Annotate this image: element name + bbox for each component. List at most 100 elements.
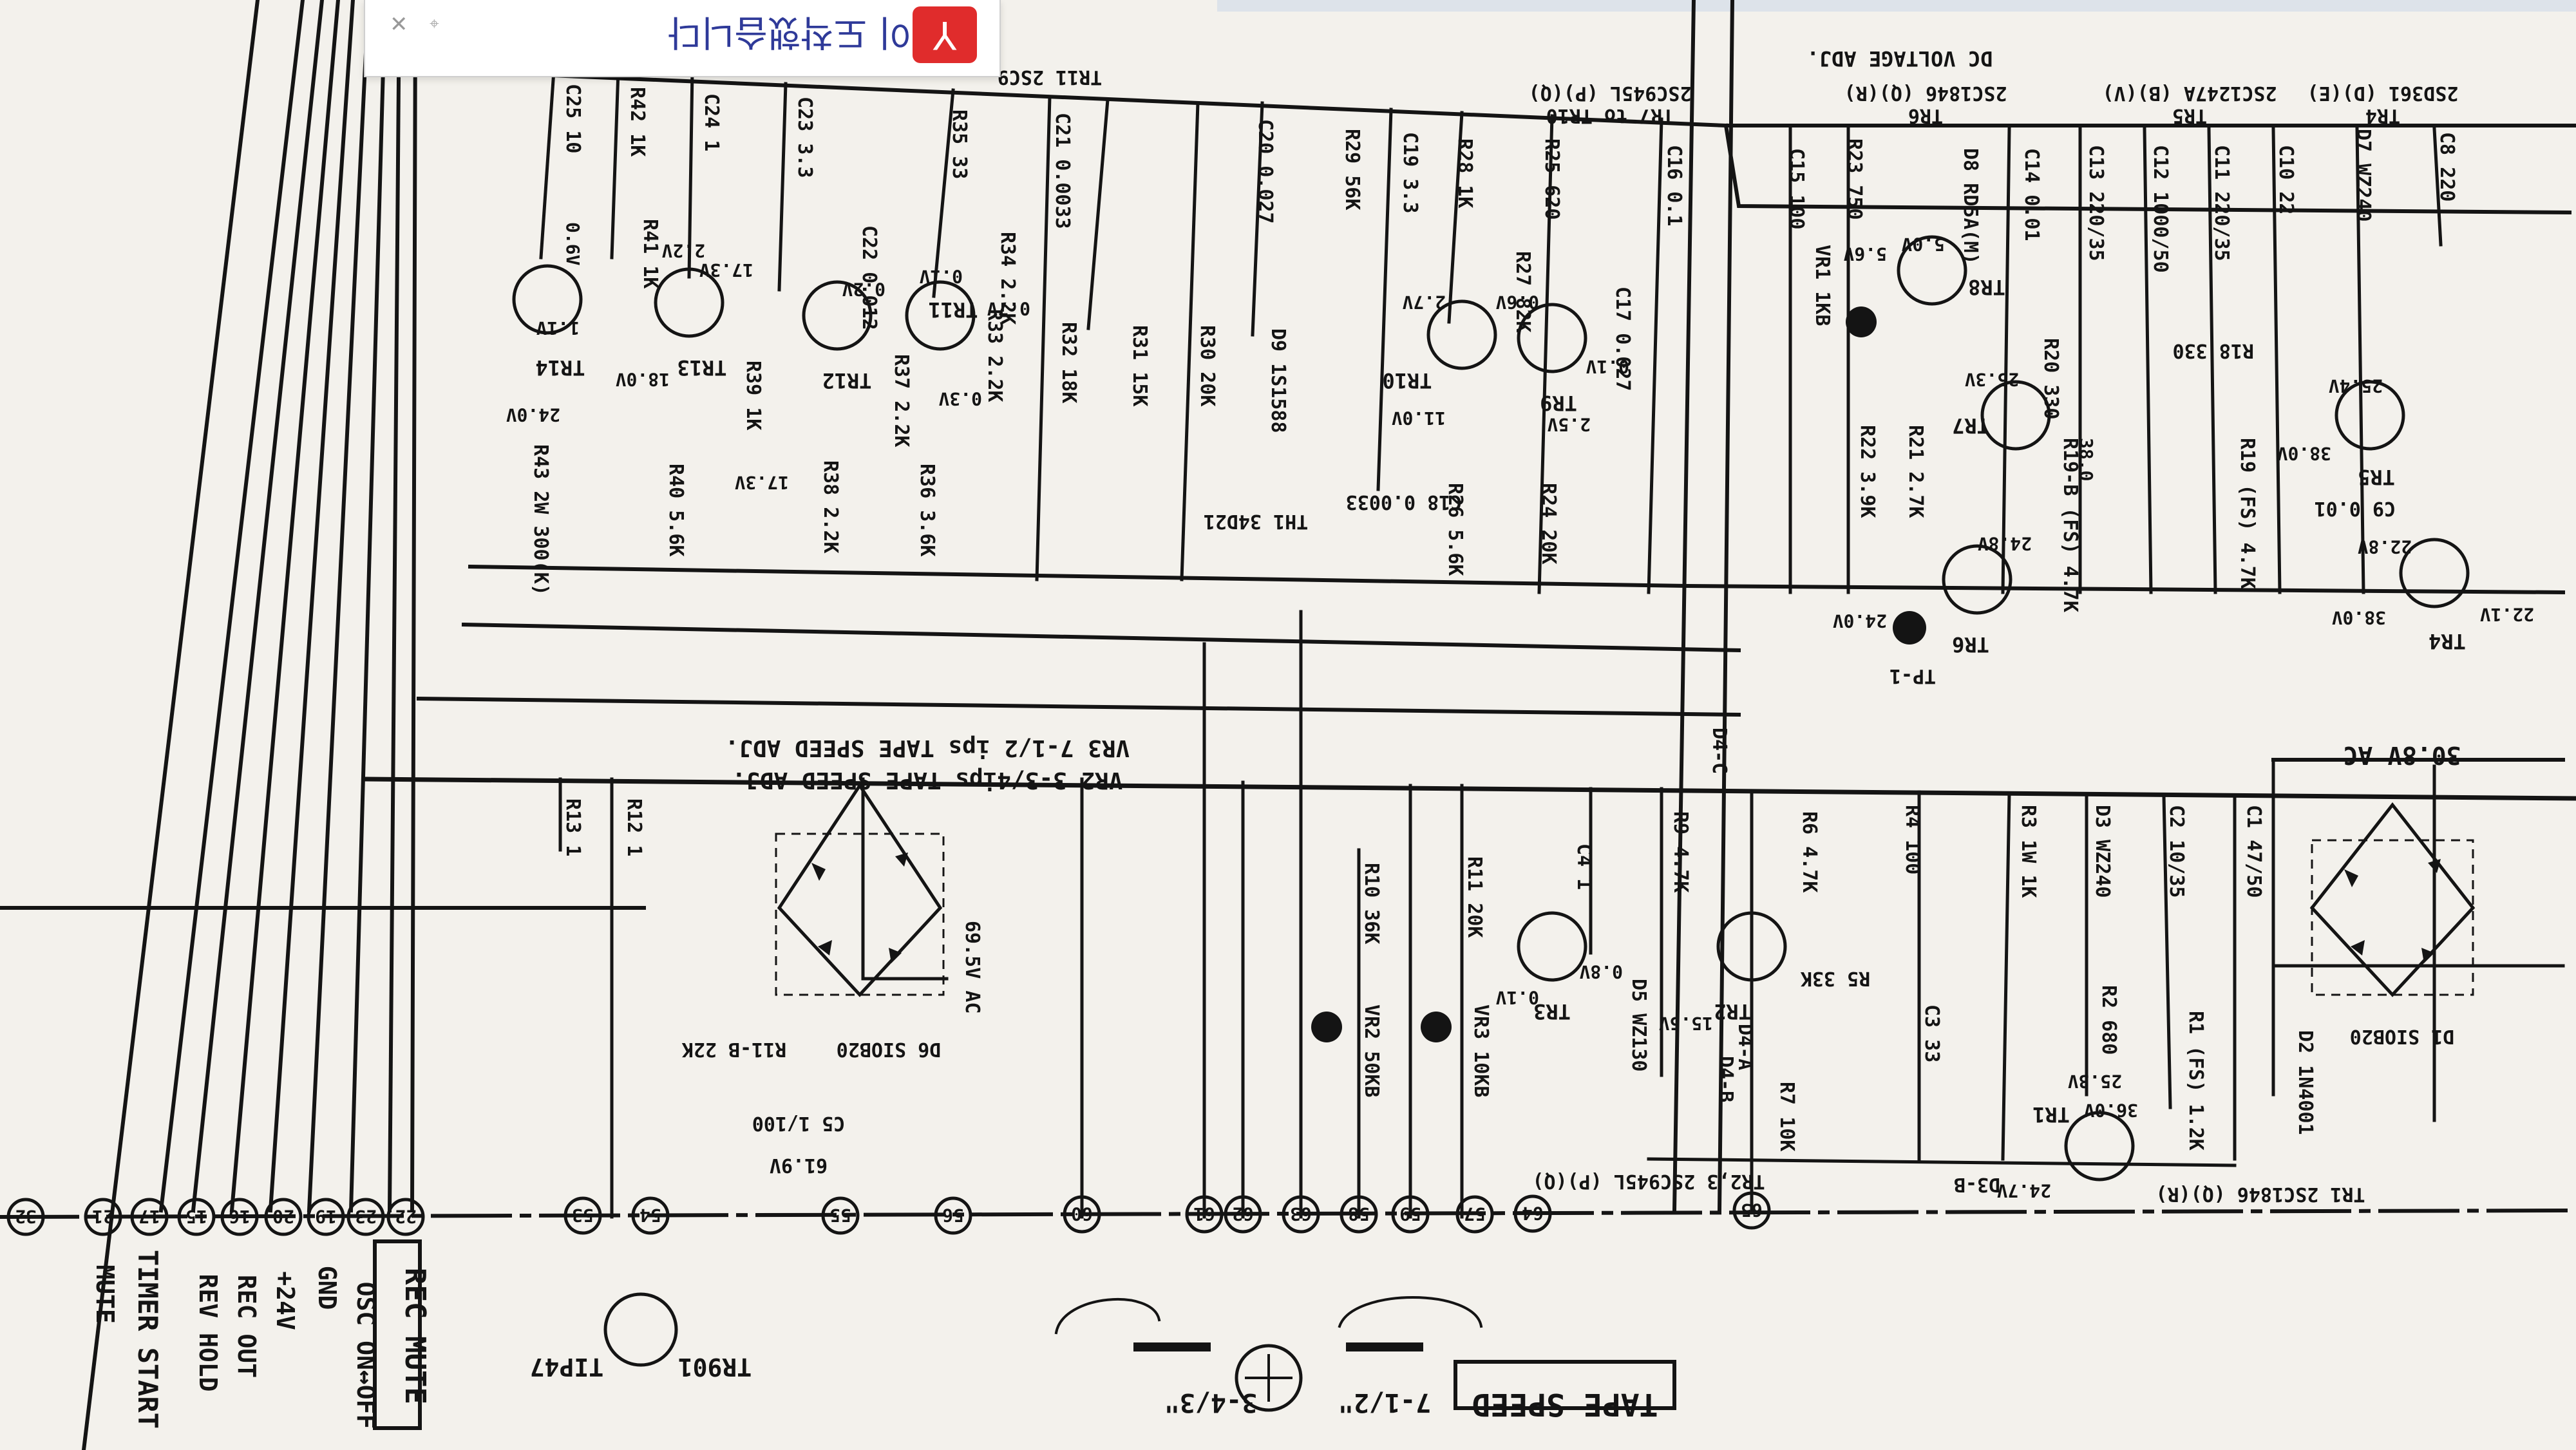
svg-text:TH1 34D21: TH1 34D21: [1204, 510, 1309, 532]
svg-text:R31 15K: R31 15K: [1128, 325, 1151, 406]
pin-60: 60: [1063, 1195, 1101, 1234]
svg-text:R9 4.7K: R9 4.7K: [1669, 811, 1692, 892]
pin-32: 32: [6, 1198, 45, 1236]
pin-61: 61: [1185, 1195, 1224, 1234]
svg-text:C15 100: C15 100: [1785, 148, 1808, 229]
svg-text:2.7V: 2.7V: [1402, 292, 1446, 313]
svg-text:54: 54: [639, 1205, 661, 1226]
svg-text:TR6: TR6: [1952, 632, 1989, 657]
svg-text:D3 WZ240: D3 WZ240: [2091, 805, 2114, 898]
svg-text:C10 22: C10 22: [2275, 145, 2297, 214]
pin-63: 63: [1282, 1195, 1320, 1234]
speed-high-label: 7-1/2": [1338, 1388, 1432, 1417]
svg-text:C17 0.027: C17 0.027: [1611, 287, 1634, 391]
svg-text:R34 2.2K: R34 2.2K: [996, 232, 1019, 325]
svg-text:D7 WZ240: D7 WZ240: [2352, 129, 2374, 222]
svg-text:17: 17: [138, 1206, 160, 1227]
svg-text:32: 32: [15, 1206, 37, 1227]
components-top: C25 10 R42 1K C24 1 C23 3.3 R35 33 C21 0…: [562, 84, 2458, 273]
svg-text:0.2V: 0.2V: [842, 279, 886, 300]
svg-text:TR12: TR12: [822, 368, 871, 393]
svg-text:5.0V: 5.0V: [1901, 234, 1945, 255]
svg-text:16: 16: [229, 1206, 251, 1227]
svg-text:20: 20: [272, 1206, 294, 1227]
tr1-type: TR1 2SC1846 (Q)(R): [2155, 1183, 2365, 1205]
svg-text:R39 1K: R39 1K: [742, 361, 764, 430]
svg-text:23: 23: [355, 1206, 377, 1227]
svg-text:TR5: TR5: [2358, 465, 2395, 489]
svg-text:D2 1N4001: D2 1N4001: [2294, 1030, 2316, 1135]
rec-mute-title: REC MUTE: [399, 1268, 431, 1404]
transistor-labels: TR14 TR13 TR12 TR11 TR10 TR9 TR8 TR7 TR6…: [535, 275, 2465, 1127]
svg-text:21: 21: [92, 1206, 114, 1227]
svg-text:D5 WZ130: D5 WZ130: [1627, 979, 1650, 1072]
svg-text:R35 33: R35 33: [948, 109, 971, 179]
svg-text:C20 0.027: C20 0.027: [1254, 119, 1276, 224]
svg-text:0.1V: 0.1V: [919, 266, 963, 287]
svg-text:0.6V: 0.6V: [1495, 292, 1539, 313]
svg-text:C25 10: C25 10: [562, 84, 584, 153]
svg-text:R11 20K: R11 20K: [1463, 856, 1486, 937]
speed-labels: 3-4/3" 7-1/2" TR901 TIP47: [530, 1353, 1431, 1417]
svg-text:60: 60: [1071, 1203, 1093, 1225]
pin-17: 17: [130, 1198, 169, 1236]
svg-text:C1 47/50: C1 47/50: [2242, 805, 2265, 898]
notification-popup[interactable]: ✕ ⌖ 알림이 도착했습니다 Y: [364, 0, 1001, 77]
svg-text:11.0V: 11.0V: [1392, 408, 1446, 429]
svg-text:R42 1K: R42 1K: [626, 87, 649, 156]
terminal-label: +24V: [271, 1271, 299, 1330]
svg-text:C5 1/100: C5 1/100: [752, 1112, 846, 1135]
svg-text:2.5V: 2.5V: [1547, 414, 1591, 435]
svg-text:R25 620: R25 620: [1540, 138, 1563, 220]
pin-icon[interactable]: ⌖: [430, 14, 439, 33]
node-voltages: 0.6V 1.1V 24.0V 2.2V 17.3V 18.0V 17.3V 0…: [506, 222, 2534, 1201]
svg-text:D3-B: D3-B: [1954, 1173, 2000, 1196]
speed-low-label: 3-4/3": [1164, 1388, 1258, 1417]
pin-23: 23: [346, 1198, 385, 1236]
close-icon[interactable]: ✕: [390, 12, 408, 37]
svg-text:C22 0.012: C22 0.012: [858, 225, 880, 330]
svg-text:TR3: TR3: [1533, 999, 1571, 1024]
svg-text:15.5V: 15.5V: [1659, 1013, 1713, 1034]
svg-text:R10 36K: R10 36K: [1360, 863, 1383, 944]
adjustment-markers: [1311, 306, 1926, 1042]
pin-64: 64: [1513, 1194, 1552, 1233]
bridge-rectifier-d1: [2309, 802, 2476, 997]
tr5-title: TR5: [2172, 104, 2207, 127]
svg-text:TR4: TR4: [2429, 629, 2466, 654]
svg-text:TR8: TR8: [1968, 275, 2005, 299]
bridge-rectifier-d6: [775, 782, 945, 997]
svg-text:R30 20K: R30 20K: [1196, 325, 1218, 406]
svg-text:R3 1W 1K: R3 1W 1K: [2017, 805, 2040, 898]
svg-text:5.6V: 5.6V: [1843, 243, 1887, 265]
vr3-heading: VR3 7-1/2 ips TAPE SPEED ADJ.: [725, 735, 1130, 761]
svg-text:R37 2.2K: R37 2.2K: [890, 354, 913, 447]
svg-text:R36 3.6K: R36 3.6K: [916, 464, 938, 557]
svg-text:18.0V: 18.0V: [616, 369, 670, 390]
svg-text:0.3V: 0.3V: [938, 388, 982, 410]
pin-56: 56: [934, 1196, 972, 1235]
svg-text:R2 680: R2 680: [2098, 985, 2120, 1055]
svg-text:C23 3.3: C23 3.3: [793, 97, 816, 178]
svg-text:17.3V: 17.3V: [699, 259, 753, 281]
terminal-labels: OSC ON↔OFF GND +24V REC OUT REV HOLD MUT…: [91, 1265, 380, 1429]
svg-text:17.3V: 17.3V: [735, 472, 789, 493]
terminal-label: OSC ON↔OFF: [352, 1282, 380, 1429]
svg-text:25.3V: 25.3V: [1965, 369, 2019, 390]
svg-text:38.0V: 38.0V: [2277, 443, 2331, 464]
pin-55: 55: [821, 1196, 860, 1235]
timer-start-title: TIMER START: [132, 1250, 164, 1429]
transistor-symbols: [512, 235, 2470, 1367]
dc-voltage-adj-heading: DC VOLTAGE ADJ.: [1807, 46, 1993, 71]
tr7-to-tr10-type: 2SC945L (P)(Q): [1529, 82, 1692, 104]
svg-text:C14 0.01: C14 0.01: [2020, 148, 2043, 241]
svg-text:D8 RD5A(M): D8 RD5A(M): [1959, 148, 1982, 265]
headings: DC VOLTAGE ADJ. 30.8V AC VR3 7-1/2 ips T…: [725, 46, 2461, 1205]
tr11-type: TR11 2SC9: [998, 66, 1103, 88]
svg-text:D1 SIOB20: D1 SIOB20: [2350, 1025, 2455, 1048]
pin-20: 20: [264, 1198, 303, 1236]
tr5-type: 2SC1247A (B)(V): [2103, 82, 2277, 104]
svg-text:R26 5.6K: R26 5.6K: [1444, 483, 1466, 576]
svg-text:36.0V: 36.0V: [2084, 1100, 2138, 1121]
